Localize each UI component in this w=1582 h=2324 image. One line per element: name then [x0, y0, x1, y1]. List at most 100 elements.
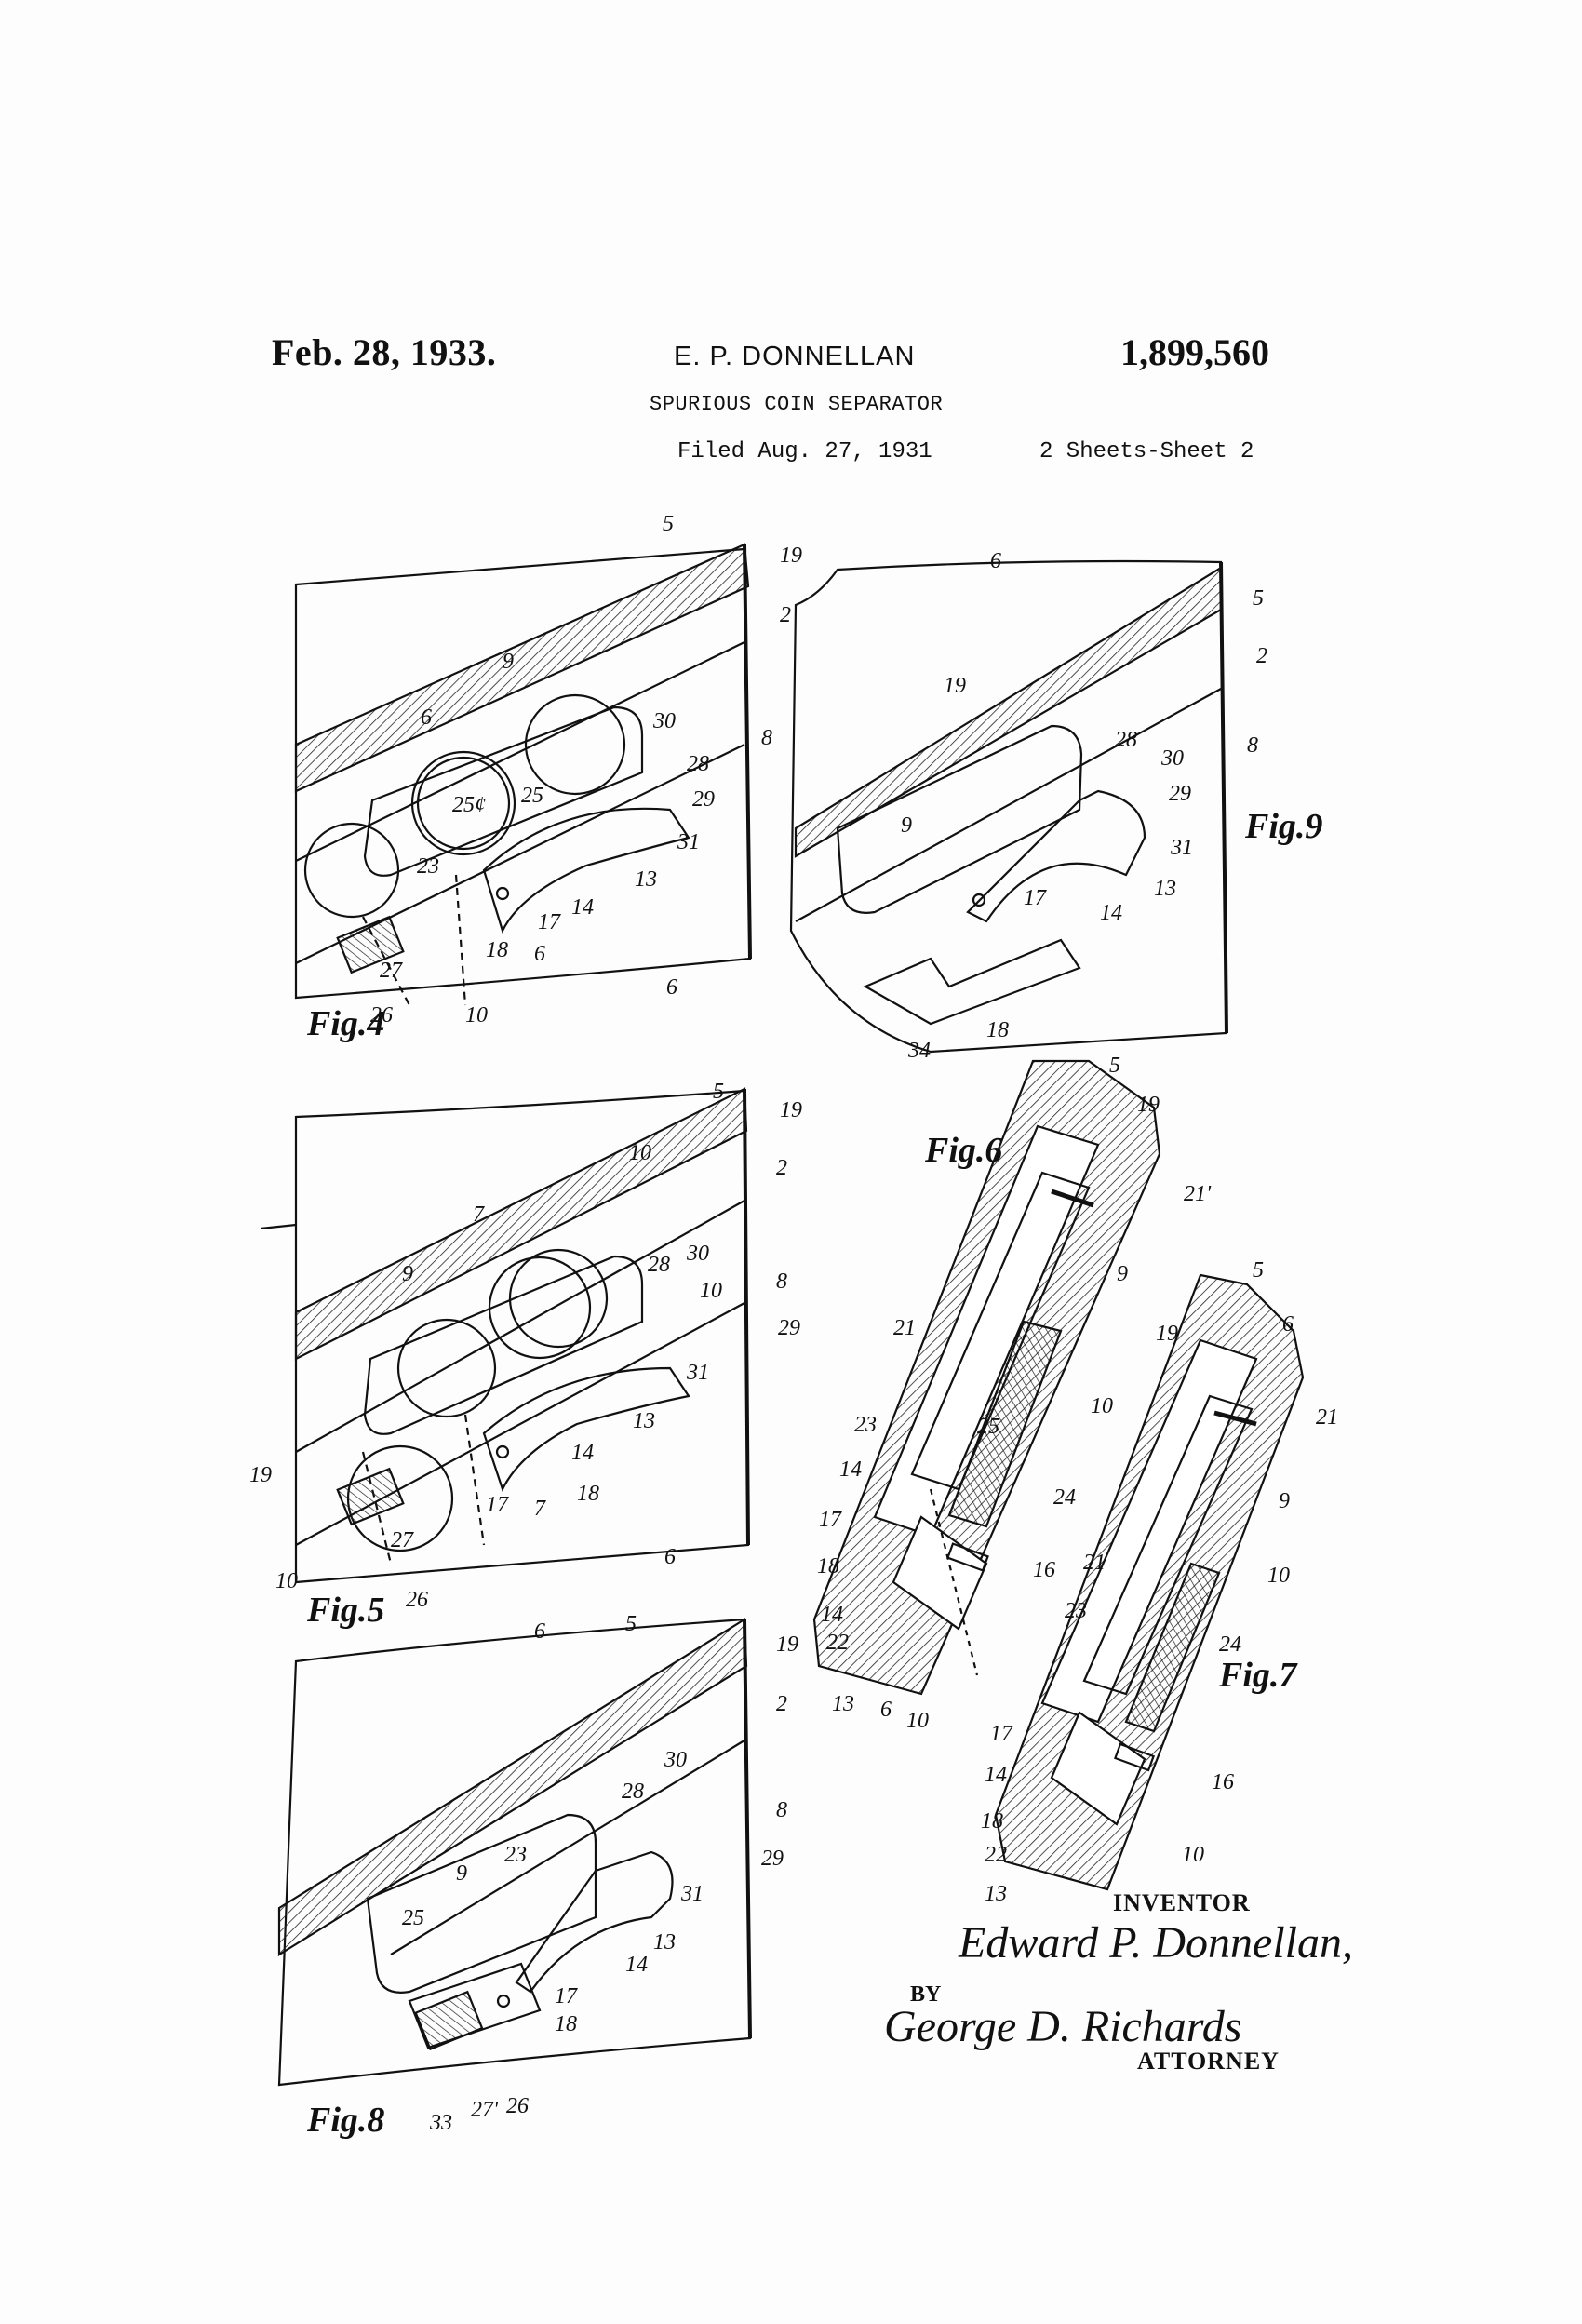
inventor-signature: Edward P. Donnellan,: [959, 1918, 1354, 1968]
fig8-ref: 28: [622, 1780, 644, 1804]
fig5-ref: 9: [402, 1262, 413, 1286]
fig4-ref: 31: [677, 830, 700, 854]
patent-date: Feb. 28, 1933.: [272, 331, 497, 373]
fig8-ref: 2: [776, 1692, 787, 1716]
fig8-ref: 6: [534, 1619, 545, 1644]
fig4-refs: 5 19 2 8 9 6 30 28 29 31 13 25 23 14 17 …: [370, 512, 802, 1028]
fig9-refs: 6 5 2 19 8 28 30 29 9 31 13 17 14 18 34: [901, 549, 1267, 1063]
fig5-ref: 7: [473, 1202, 485, 1227]
fig7-ref: 9: [1279, 1489, 1290, 1513]
fig5-ref: 2: [776, 1156, 787, 1180]
fig4-ref: 26: [370, 1003, 393, 1028]
fig6-ref: 19: [1137, 1093, 1160, 1117]
fig9-ref: 34: [907, 1039, 931, 1063]
fig6-ref: 6: [880, 1698, 892, 1722]
fig7-ref: 10: [1182, 1843, 1204, 1867]
fig6-ref: 14: [839, 1458, 862, 1482]
fig5-ref: 10: [275, 1569, 298, 1593]
fig7-ref: 19: [1156, 1322, 1178, 1346]
fig4-ref: 17: [538, 910, 561, 934]
fig6-ref: 5: [1109, 1054, 1120, 1078]
fig6-label: Fig.6: [924, 1131, 1002, 1170]
fig6-ref: 10: [906, 1709, 929, 1733]
fig9-ref: 8: [1247, 733, 1258, 758]
fig4-ref: 6: [666, 975, 677, 1000]
fig6-ref: 13: [832, 1692, 854, 1716]
fig7-refs: 5 6 19 21 9 10 21 23 24 17 14 16 18 22 1…: [981, 1258, 1338, 1906]
fig5-ref: 19: [249, 1463, 272, 1487]
fig8-ref: 33: [429, 2111, 452, 2135]
fig6-ref: 10: [1091, 1394, 1113, 1418]
fig6-ref: 22: [826, 1631, 849, 1655]
fig6-ref: 21': [1184, 1182, 1212, 1206]
fig4-ref: 23: [417, 854, 439, 879]
fig8-ref: 17: [555, 1984, 578, 2008]
fig9-ref: 5: [1253, 586, 1264, 611]
fig4-ref: 10: [465, 1003, 488, 1028]
fig9-label: Fig.9: [1244, 807, 1322, 846]
fig8-ref: 8: [776, 1798, 787, 1822]
fig5-ref: 30: [686, 1242, 709, 1266]
fig7-ref: 21: [1316, 1405, 1338, 1430]
fig5-ref: 6: [664, 1545, 676, 1569]
fig9-ref: 28: [1115, 728, 1137, 752]
fig7-ref: 5: [1253, 1258, 1264, 1283]
fig8-ref: 9: [456, 1861, 467, 1886]
fig5-ref: 10: [629, 1141, 651, 1165]
figure-6: [812, 1059, 1161, 1696]
fig5-ref: 13: [633, 1409, 655, 1433]
fig4-ref: 5: [663, 512, 674, 536]
fig9-ref: 6: [990, 549, 1001, 573]
fig7-ref: 6: [1282, 1312, 1294, 1337]
fig4-ref: 18: [486, 938, 508, 962]
fig6-ref: 9: [1117, 1262, 1128, 1286]
fig8-ref: 14: [625, 1953, 648, 1977]
fig6-ref: 24: [1053, 1485, 1076, 1510]
fig8-ref: 31: [680, 1882, 704, 1906]
fig8-ref: 19: [776, 1632, 798, 1657]
fig9-ref: 31: [1170, 836, 1193, 860]
fig7-ref: 17: [990, 1722, 1013, 1746]
filed-date: Filed Aug. 27, 1931: [677, 439, 932, 464]
fig7-label: Fig.7: [1218, 1656, 1298, 1695]
fig9-ref: 13: [1154, 877, 1176, 901]
fig6-ref: 16: [1033, 1558, 1055, 1582]
fig4-ref: 13: [635, 867, 657, 892]
fig5-ref: 28: [648, 1253, 670, 1277]
fig8-ref: 30: [664, 1748, 687, 1772]
figure-7: [994, 1273, 1305, 1891]
fig5-ref: 26: [406, 1588, 428, 1612]
fig5-ref: 8: [776, 1269, 787, 1294]
sheet-count: 2 Sheets-Sheet 2: [1039, 439, 1254, 464]
fig9-ref: 14: [1100, 901, 1122, 925]
fig5-ref: 19: [780, 1098, 802, 1122]
fig4-ref: 6: [421, 705, 432, 730]
fig7-ref: 23: [1065, 1599, 1087, 1623]
coin-25-label: 25¢: [452, 793, 486, 817]
fig6-ref: 14: [821, 1603, 843, 1627]
attorney-label: ATTORNEY: [1137, 2048, 1280, 2075]
fig9-ref: 29: [1169, 782, 1191, 806]
fig4-label: Fig.4: [306, 1004, 384, 1043]
fig5-ref: 31: [686, 1361, 709, 1385]
fig7-ref: 14: [985, 1763, 1007, 1787]
figure-8: [277, 1618, 752, 2087]
figure-9: [789, 559, 1228, 1054]
fig8-ref: 26: [506, 2094, 529, 2118]
fig4-ref: 9: [503, 650, 514, 674]
inventor-label: INVENTOR: [1113, 1889, 1251, 1916]
patent-number: 1,899,560: [1120, 331, 1269, 373]
fig4-ref: 30: [652, 709, 676, 733]
fig9-ref: 17: [1024, 886, 1047, 910]
fig8-ref: 25: [402, 1906, 424, 1930]
fig5-ref: 27: [391, 1528, 414, 1552]
fig5-ref: 29: [778, 1316, 800, 1340]
fig4-ref: 29: [692, 787, 715, 812]
fig4-ref: 14: [571, 895, 594, 920]
fig9-ref: 2: [1256, 644, 1267, 668]
fig7-ref: 21: [1083, 1551, 1106, 1575]
fig9-ref: 9: [901, 813, 912, 838]
fig5-refs: 5 19 2 10 7 9 28 30 10 8 29 31 13 14 18 …: [249, 1080, 802, 1612]
